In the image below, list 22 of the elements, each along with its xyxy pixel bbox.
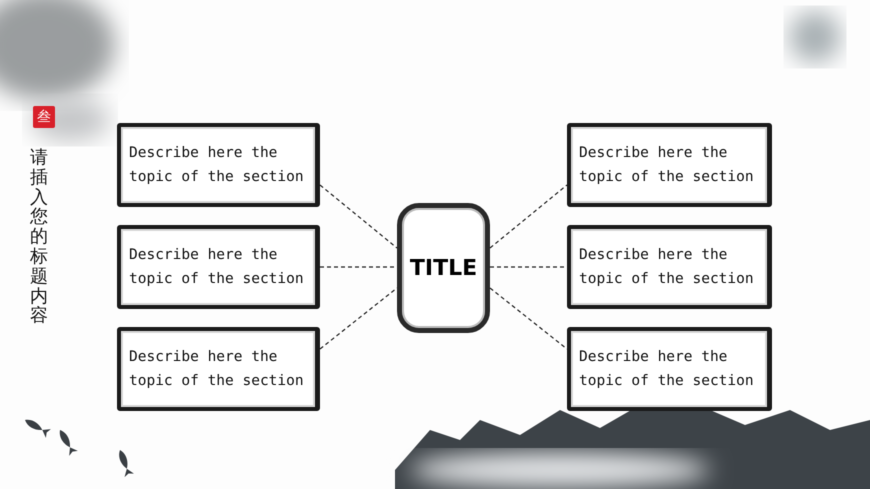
section-box <box>117 225 320 309</box>
section-description: Describe here the topic of the section <box>579 246 755 289</box>
connector-line <box>320 288 398 350</box>
section-box <box>567 123 772 207</box>
section-description: Describe here the topic of the section <box>579 144 755 187</box>
numeral-badge: 叁 <box>33 106 55 128</box>
title-box <box>397 203 490 333</box>
section-description: Describe here the topic of the section <box>129 246 305 289</box>
section-description: Describe here the topic of the section <box>129 348 305 391</box>
section-description: Describe here the topic of the section <box>579 348 755 391</box>
connector-line <box>320 184 398 248</box>
connector-line <box>490 266 567 268</box>
section-box <box>117 327 320 411</box>
connector-line <box>320 266 397 268</box>
section-box <box>117 123 320 207</box>
vertical-heading: 请插入您的标题内容 <box>30 148 48 326</box>
title-text: TITLE <box>410 256 478 280</box>
section-box <box>567 225 772 309</box>
section-box <box>567 327 772 411</box>
connector-line <box>490 288 568 350</box>
connector-line <box>490 184 568 248</box>
section-description: Describe here the topic of the section <box>129 144 305 187</box>
